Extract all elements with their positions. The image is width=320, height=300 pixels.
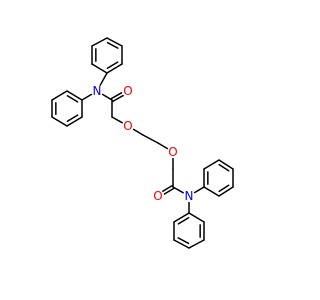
oxygen-atom-label: O bbox=[123, 119, 132, 133]
bond-ph4f-ph4a bbox=[188, 212, 205, 223]
molecule-structure-diagram: N O O O O N bbox=[51, 37, 234, 249]
bond-ph1c-ph1d bbox=[106, 63, 123, 74]
bond-ph3e-ph3f bbox=[218, 186, 234, 197]
bond-ph2e-ph2f-inner bbox=[66, 114, 79, 123]
atom-background bbox=[122, 85, 134, 97]
bond-ph1d-ph1e bbox=[91, 63, 108, 74]
nitrogen-atom-label: N bbox=[93, 84, 102, 98]
bonds-layer bbox=[51, 37, 234, 249]
oxygen-atom-label: O bbox=[168, 145, 177, 159]
bond-ph4d-ph4e bbox=[188, 239, 205, 249]
oxygen-atom-label: O bbox=[123, 84, 132, 98]
bond-ph1a-ph1b bbox=[106, 37, 123, 47]
bond-C1-O1 bbox=[112, 94, 124, 103]
bond-C6-O4-second bbox=[163, 187, 175, 195]
oxygen-atom-label: O bbox=[153, 189, 162, 203]
bond-C6-N2 bbox=[172, 186, 185, 194]
bond-C6-O4 bbox=[162, 184, 173, 193]
atom-background bbox=[91, 85, 103, 97]
bond-N2-ph3a bbox=[193, 186, 205, 194]
bond-ph2a-ph2b bbox=[66, 90, 83, 101]
bond-ph4c-ph4d-inner bbox=[177, 237, 190, 245]
bond-ph1a-ph1b-inner bbox=[106, 41, 119, 49]
bond-ph2a-ph2b-inner bbox=[66, 94, 79, 103]
bond-ph1f-ph1a bbox=[91, 37, 108, 47]
bond-ph3f-ph3a bbox=[203, 186, 220, 197]
atom-background bbox=[167, 146, 179, 158]
bond-ph3e-ph3f-inner bbox=[218, 184, 230, 193]
atom-background bbox=[122, 120, 134, 132]
atom-background bbox=[152, 190, 164, 202]
bond-ph2e-ph2f bbox=[66, 116, 83, 127]
bond-ph4a-ph4b-inner bbox=[177, 216, 190, 225]
atom-background bbox=[183, 190, 195, 202]
bond-ph2a-N1 bbox=[81, 93, 93, 101]
bond-ph4a-ph4b bbox=[173, 212, 190, 223]
bond-ph3c-ph3d-inner bbox=[218, 163, 230, 172]
bond-N1-C1 bbox=[101, 93, 113, 101]
bond-C1-O1-second bbox=[110, 92, 123, 100]
bond-ph2d-ph2e bbox=[51, 116, 68, 127]
bond-C3-C4 bbox=[142, 134, 159, 144]
bond-ph2b-ph2c bbox=[51, 90, 68, 101]
bond-O2-C3 bbox=[132, 128, 144, 136]
bond-ph3c-ph3d bbox=[218, 159, 234, 170]
bond-ph1c-ph1d-inner bbox=[106, 61, 119, 70]
bond-ph3b-ph3c bbox=[203, 159, 220, 170]
bond-ph4c-ph4d bbox=[173, 239, 190, 249]
bond-C4-O3 bbox=[157, 142, 169, 150]
atom-labels-layer: N O O O O N bbox=[91, 84, 195, 203]
nitrogen-atom-label: N bbox=[185, 189, 194, 203]
bond-C2-O2 bbox=[111, 116, 124, 124]
bond-ph1d-N1 bbox=[99, 72, 108, 87]
